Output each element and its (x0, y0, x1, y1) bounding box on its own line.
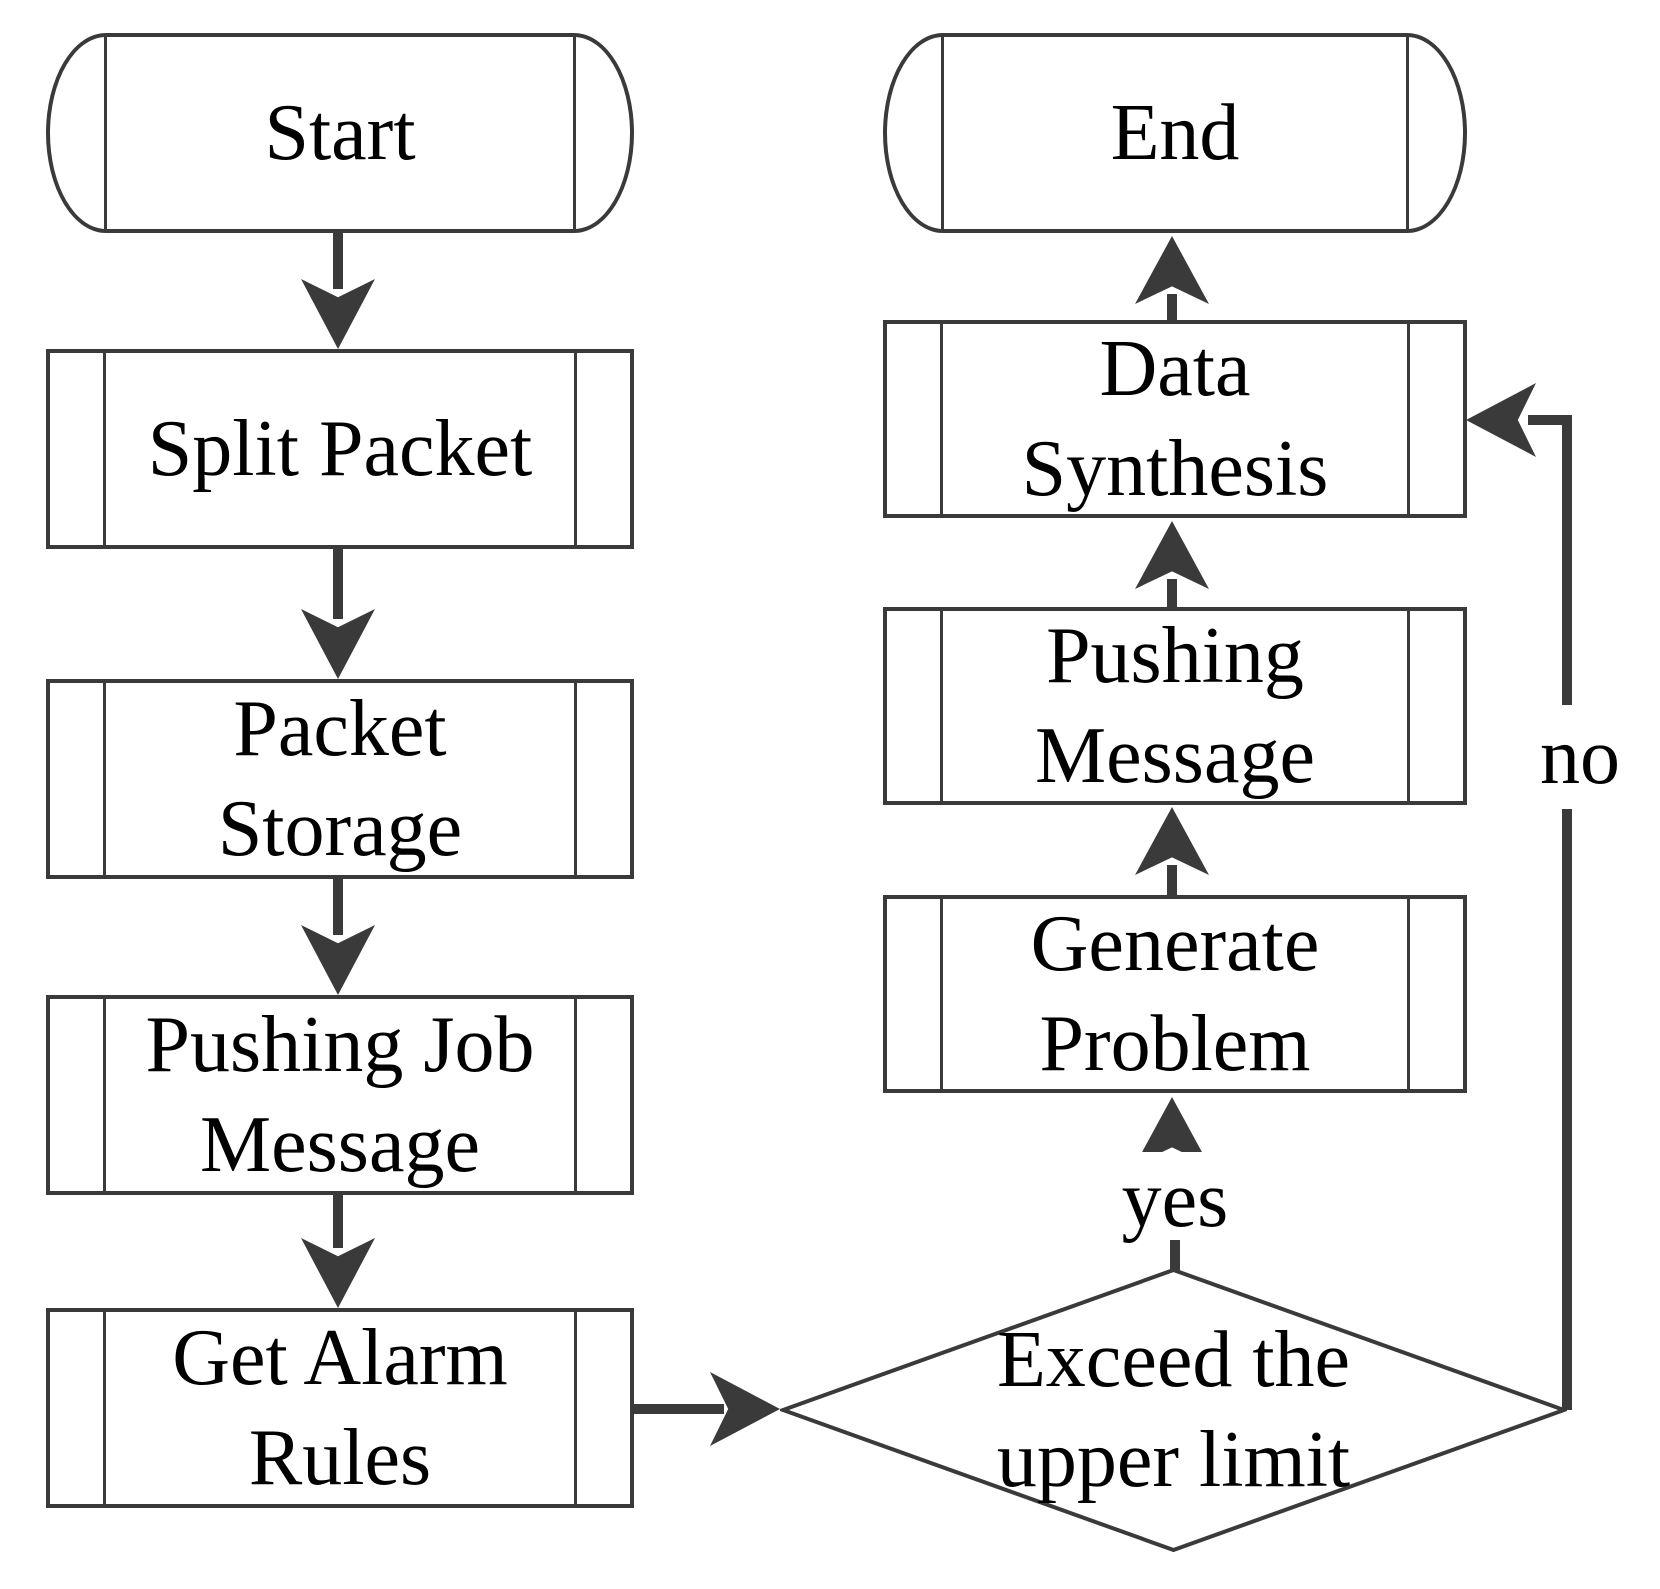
node-pushing-job-message-label: Pushing Job Message (145, 1001, 535, 1189)
node-generate-problem: Generate Problem (883, 895, 1467, 1093)
node-start: Start (46, 33, 634, 233)
subroutine-side-line (103, 683, 106, 875)
subroutine-side-line (574, 683, 577, 875)
terminator-side-line (941, 37, 944, 229)
arrowhead-left-icon (1466, 383, 1536, 457)
node-packet-storage-label: Packet Storage (217, 685, 463, 873)
subroutine-side-line (1407, 899, 1410, 1089)
no-label: no (1512, 709, 1648, 805)
connector-generateproblem-pushingmessage (1167, 865, 1177, 895)
node-pushing-message: Pushing Message (883, 607, 1467, 805)
node-data-synthesis-label: Data Synthesis (1021, 325, 1329, 513)
node-end: End (883, 33, 1467, 233)
subroutine-side-line (1407, 611, 1410, 801)
subroutine-side-line (574, 1312, 577, 1504)
node-pushing-job-message: Pushing Job Message (46, 995, 634, 1195)
node-get-alarm-rules-label: Get Alarm Rules (172, 1314, 508, 1502)
node-decision-label: Exceed the upper limit (996, 1316, 1351, 1504)
subroutine-side-line (1407, 324, 1410, 514)
arrowhead-down-icon (301, 1238, 375, 1308)
node-start-label: Start (264, 89, 416, 177)
terminator-side-line (1406, 37, 1409, 229)
connector-datasynthesis-end (1167, 294, 1177, 320)
arrowhead-down-icon (301, 279, 375, 349)
subroutine-side-line (103, 999, 106, 1191)
subroutine-side-line (574, 353, 577, 545)
subroutine-side-line (940, 611, 943, 801)
node-generate-problem-label: Generate Problem (1030, 900, 1320, 1088)
node-get-alarm-rules: Get Alarm Rules (46, 1308, 634, 1508)
terminator-side-line (104, 37, 107, 229)
subroutine-side-line (103, 353, 106, 545)
connector-decision-no-lower (1562, 809, 1572, 1410)
connector-storage-pushingjob (333, 879, 343, 935)
subroutine-side-line (103, 1312, 106, 1504)
subroutine-side-line (574, 999, 577, 1191)
connector-pushingjob-getalarm (333, 1195, 343, 1248)
node-split-packet: Split Packet (46, 349, 634, 549)
yes-label: yes (1090, 1152, 1260, 1248)
connector-decision-no-upper (1562, 415, 1572, 705)
connector-pushingmessage-datasynthesis (1167, 579, 1177, 607)
decision-diamond-shape (780, 1267, 1567, 1553)
connector-getalarm-decision (632, 1404, 724, 1414)
arrowhead-down-icon (301, 925, 375, 995)
node-split-packet-label: Split Packet (147, 405, 533, 493)
node-end-label: End (1110, 89, 1240, 177)
connector-split-storage (333, 549, 343, 619)
subroutine-side-line (940, 899, 943, 1089)
connector-decision-yes-stub (1170, 1240, 1180, 1270)
connector-start-split (333, 233, 343, 289)
connector-no-horizontal (1528, 415, 1572, 425)
terminator-side-line (573, 37, 576, 229)
node-pushing-message-label: Pushing Message (1035, 612, 1315, 800)
subroutine-side-line (940, 324, 943, 514)
arrowhead-down-icon (301, 609, 375, 679)
node-data-synthesis: Data Synthesis (883, 320, 1467, 518)
node-packet-storage: Packet Storage (46, 679, 634, 879)
